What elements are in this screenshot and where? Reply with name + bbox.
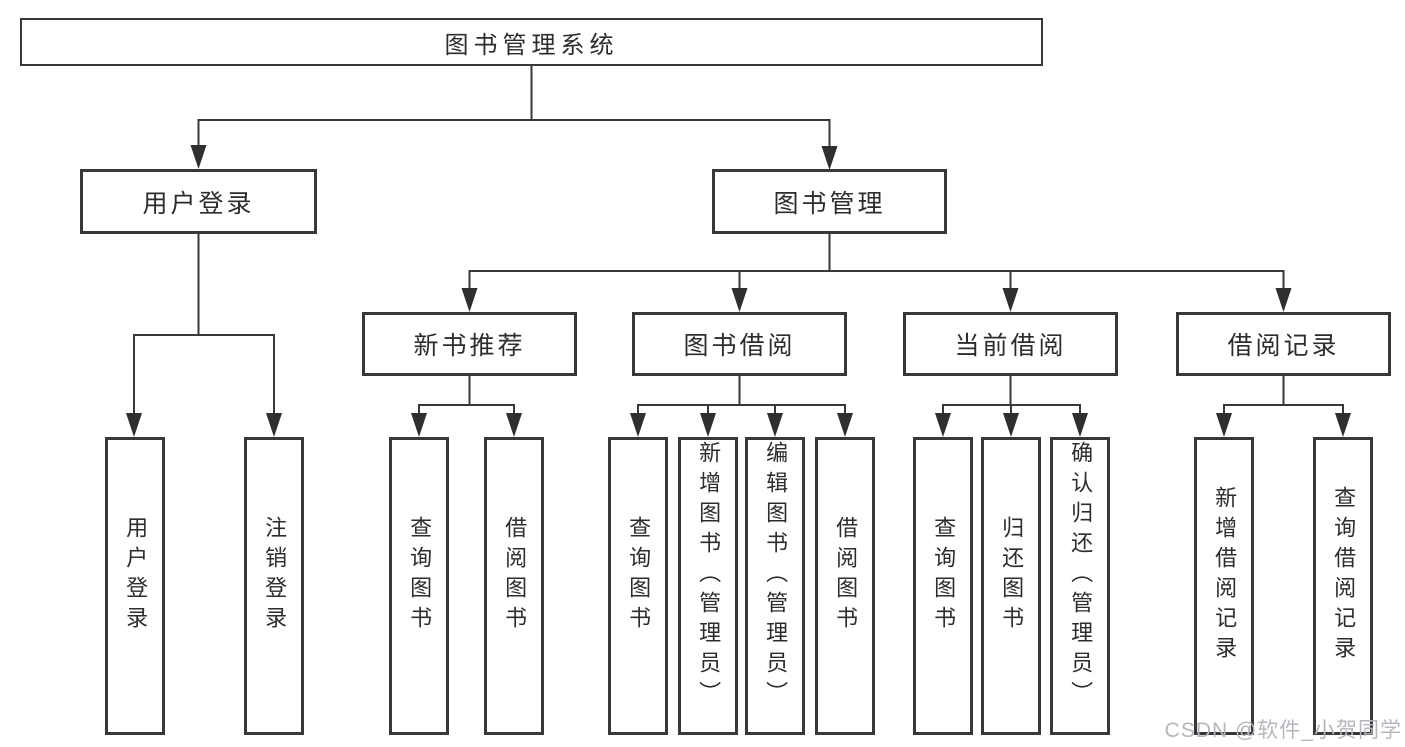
leaf-user-login: 用户登录 — [105, 437, 165, 735]
leaf-add-books-admin: 新增图书（管理员） — [678, 437, 738, 735]
node-library-management-system-label: 图书管理系统 — [444, 31, 619, 59]
node-user-login-label: 用户登录 — [142, 189, 255, 218]
leaf-borrow-books-recommend-label: 借阅图书 — [502, 516, 528, 636]
leaf-query-books-borrow-label: 查询图书 — [626, 516, 652, 636]
node-book-management-label: 图书管理 — [773, 189, 886, 218]
node-borrow-records-label: 借阅记录 — [1227, 332, 1340, 360]
leaf-query-books-recommend: 查询图书 — [389, 437, 449, 735]
leaf-logout-label: 注销登录 — [262, 516, 288, 636]
leaf-query-books-current: 查询图书 — [913, 437, 973, 735]
leaf-user-login-label: 用户登录 — [123, 516, 149, 636]
leaf-edit-books-admin: 编辑图书（管理员） — [745, 437, 805, 735]
node-new-book-recommend: 新书推荐 — [362, 312, 577, 376]
leaf-query-books-current-label: 查询图书 — [931, 516, 957, 636]
leaf-add-books-admin-label: 新增图书（管理员） — [696, 441, 722, 711]
leaf-return-books-label: 归还图书 — [999, 516, 1025, 636]
leaf-confirm-return-admin: 确认归还（管理员） — [1050, 437, 1110, 735]
node-user-login: 用户登录 — [80, 169, 317, 234]
csdn-watermark: CSDN @软件_小贺同学 — [1164, 719, 1402, 742]
node-library-management-system: 图书管理系统 — [20, 18, 1043, 66]
node-current-borrow-label: 当前借阅 — [954, 332, 1067, 360]
leaf-confirm-return-admin-label: 确认归还（管理员） — [1068, 441, 1094, 711]
node-new-book-recommend-label: 新书推荐 — [413, 332, 526, 360]
leaf-edit-books-admin-label: 编辑图书（管理员） — [763, 441, 789, 711]
leaf-query-books-borrow: 查询图书 — [608, 437, 668, 735]
node-book-management: 图书管理 — [712, 169, 947, 234]
leaf-borrow-books-label: 借阅图书 — [833, 516, 859, 636]
node-borrow-records: 借阅记录 — [1176, 312, 1391, 376]
leaf-add-borrow-record-label: 新增借阅记录 — [1212, 486, 1238, 666]
leaf-query-books-recommend-label: 查询图书 — [407, 516, 433, 636]
node-current-borrow: 当前借阅 — [903, 312, 1118, 376]
leaf-query-borrow-record: 查询借阅记录 — [1313, 437, 1373, 735]
leaf-return-books: 归还图书 — [981, 437, 1041, 735]
leaf-add-borrow-record: 新增借阅记录 — [1194, 437, 1254, 735]
leaf-borrow-books: 借阅图书 — [815, 437, 875, 735]
leaf-logout: 注销登录 — [244, 437, 304, 735]
node-book-borrow-label: 图书借阅 — [683, 332, 796, 360]
leaf-borrow-books-recommend: 借阅图书 — [484, 437, 544, 735]
node-book-borrow: 图书借阅 — [632, 312, 847, 376]
leaf-query-borrow-record-label: 查询借阅记录 — [1331, 486, 1357, 666]
